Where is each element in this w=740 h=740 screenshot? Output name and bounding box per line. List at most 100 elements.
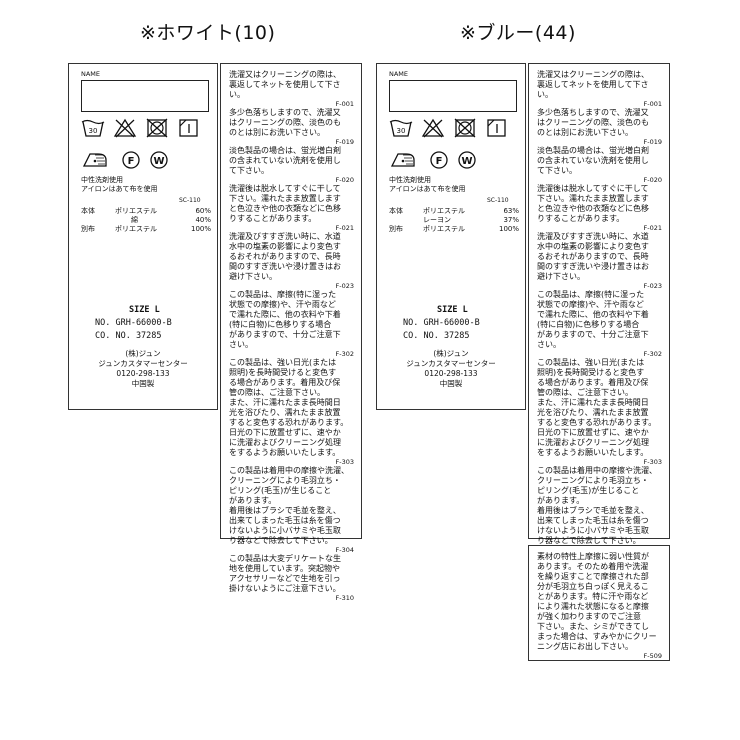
care-code: F-303: [335, 458, 355, 466]
sc-code: SC-110: [179, 197, 201, 204]
care-paragraph: 淡色製品の場合は、蛍光増白剤 の含まれていない洗剤を使用し て下さい。: [229, 146, 341, 175]
company-info: (株)ジュン ジュンカスタマーセンター 0120-298-133 中国製: [69, 349, 217, 389]
blue-extra-care-label: 素材の特性上摩擦に弱い性質が あります。そのため着用や洗濯 を繰り返すことで摩擦…: [528, 545, 670, 661]
care-code: F-509: [643, 652, 663, 660]
composition-row: 本体 ポリエステル 60%: [81, 207, 211, 216]
care-paragraph: 洗濯後は脱水してすぐに干して 下さい。濡れたまま放置します と色泣きや他の衣類な…: [229, 184, 341, 223]
care-note: 中性洗剤使用 アイロンはあて布を使用: [81, 176, 158, 194]
wash-temp-label: 30: [397, 127, 406, 135]
care-code: F-001: [643, 100, 663, 108]
composition-percent: 40%: [195, 216, 211, 224]
iron-low-icon: [81, 150, 109, 174]
care-paragraph: この製品は、摩擦(特に湿った 状態での摩擦)や、汗や雨など で濡れた際に、他の衣…: [537, 290, 649, 349]
product-number: NO. GRH-66000-B: [95, 318, 172, 328]
composition-percent: 63%: [503, 207, 519, 215]
no-tumble-dry-icon: [453, 118, 477, 142]
care-paragraph: 洗濯後は脱水してすぐに干して 下さい。濡れたまま放置します と色泣きや他の衣類な…: [537, 184, 649, 223]
care-symbols-row-2: F W: [81, 150, 211, 176]
blue-care-text-label: 洗濯又はクリーニングの際は、 裏返してネットを使用して下さ い。 F-001 多…: [528, 63, 670, 602]
iron-low-icon: [389, 150, 417, 174]
care-paragraph: 多少色落ちしますので、洗濯又 はクリーニングの際、淡色のも のとは別にお洗い下さ…: [229, 108, 341, 137]
customer-center: ジュンカスタマーセンター: [98, 359, 188, 368]
care-note-line-2: アイロンはあて布を使用: [389, 185, 466, 193]
composition-material: レーヨン: [423, 216, 451, 224]
care-paragraph: 洗濯又はクリーニングの際は、 裏返してネットを使用して下さ い。: [229, 70, 341, 99]
wash-30-icon: 30: [389, 118, 413, 142]
care-paragraph: この製品は大変デリケートな生 地を使用しています。突起物や アクセサリーなどで生…: [229, 554, 341, 593]
heading-blue: ※ブルー(44): [460, 22, 576, 44]
composition-percent: 60%: [195, 207, 211, 215]
svg-text:W: W: [461, 156, 472, 167]
name-label: NAME: [389, 70, 409, 78]
care-code: F-001: [335, 100, 355, 108]
care-paragraph: 洗濯又はクリーニングの際は、 裏返してネットを使用して下さ い。: [537, 70, 649, 99]
dryclean-f-icon: F: [121, 150, 141, 174]
composition-percent: 100%: [190, 225, 211, 233]
blue-product-tag: NAME 30 F W 中性洗剤使用 アイロンはあて布を使用 SC-110 本体…: [376, 63, 526, 410]
wetclean-w-icon: W: [149, 150, 169, 174]
care-paragraph: 洗濯及びすすぎ洗い時に、水道 水中の塩素の影響により変色す るおそれがありますの…: [537, 232, 649, 281]
composition-row: 綿 40%: [81, 216, 211, 225]
phone-number: 0120-298-133: [116, 369, 170, 378]
sc-code: SC-110: [487, 197, 509, 204]
care-code: F-303: [643, 458, 663, 466]
care-note-line-2: アイロンはあて布を使用: [81, 185, 158, 193]
white-product-tag: NAME 30 F W 中性洗剤使用 アイロンはあて布を使用 SC-110 本体…: [68, 63, 218, 410]
name-box: [81, 80, 209, 112]
composition-material: ポリエステル: [423, 207, 465, 215]
care-note: 中性洗剤使用 アイロンはあて布を使用: [389, 176, 466, 194]
color-number: CO. NO. 37285: [403, 331, 470, 341]
composition-row: レーヨン 37%: [389, 216, 519, 225]
care-paragraph: 多少色落ちしますので、洗濯又 はクリーニングの際、淡色のも のとは別にお洗い下さ…: [537, 108, 649, 137]
care-paragraph: 素材の特性上摩擦に弱い性質が あります。そのため着用や洗濯 を繰り返すことで摩擦…: [537, 552, 657, 651]
no-tumble-dry-icon: [145, 118, 169, 142]
care-symbols-row-2: F W: [389, 150, 519, 176]
care-code: F-023: [335, 282, 355, 290]
care-code: F-021: [643, 224, 663, 232]
care-code: F-302: [335, 350, 355, 358]
composition-part: 本体: [81, 207, 95, 215]
heading-white: ※ホワイト(10): [140, 22, 276, 44]
name-box: [389, 80, 517, 112]
care-symbols-row: 30: [389, 118, 519, 144]
company-name: (株)ジュン: [125, 349, 161, 358]
wetclean-w-icon: W: [457, 150, 477, 174]
composition-part: 本体: [389, 207, 403, 215]
care-code: F-310: [335, 594, 355, 602]
composition-percent: 37%: [503, 216, 519, 224]
dryclean-f-icon: F: [429, 150, 449, 174]
care-paragraph: この製品は、強い日光(または 照明)を長時間受けると変色す る場合があります。着…: [537, 358, 657, 457]
care-code: F-020: [335, 176, 355, 184]
care-paragraph: この製品は、摩擦(特に湿った 状態での摩擦)や、汗や雨など で濡れた際に、他の衣…: [229, 290, 341, 349]
svg-text:W: W: [153, 156, 164, 167]
phone-number: 0120-298-133: [424, 369, 478, 378]
care-paragraph: この製品は、強い日光(または 照明)を長時間受けると変色す る場合があります。着…: [229, 358, 349, 457]
country-of-origin: 中国製: [439, 379, 463, 388]
composition-material: 綿: [131, 216, 138, 224]
composition-material: ポリエステル: [423, 225, 465, 233]
country-of-origin: 中国製: [131, 379, 155, 388]
composition-material: ポリエステル: [115, 207, 157, 215]
svg-text:F: F: [436, 156, 443, 167]
company-name: (株)ジュン: [433, 349, 469, 358]
product-number: NO. GRH-66000-B: [403, 318, 480, 328]
care-paragraph: この製品は着用中の摩擦や洗濯、 クリーニングにより毛羽立ち・ ピリング(毛玉)が…: [229, 466, 349, 545]
care-paragraph: 淡色製品の場合は、蛍光増白剤 の含まれていない洗剤を使用し て下さい。: [537, 146, 649, 175]
no-bleach-icon: [113, 118, 137, 142]
care-paragraph: 洗濯及びすすぎ洗い時に、水道 水中の塩素の影響により変色す るおそれがありますの…: [229, 232, 341, 281]
composition-percent: 100%: [498, 225, 519, 233]
product-info: SIZE L NO. GRH-66000-B CO. NO. 37285: [377, 304, 525, 343]
composition-row: 本体 ポリエステル 63%: [389, 207, 519, 216]
care-code: F-019: [643, 138, 663, 146]
care-code: F-020: [643, 176, 663, 184]
composition-part: 別布: [81, 225, 95, 233]
line-dry-shade-icon: [485, 118, 509, 142]
care-note-line-1: 中性洗剤使用: [81, 176, 123, 184]
care-code: F-021: [335, 224, 355, 232]
size-label: SIZE L: [437, 305, 468, 315]
line-dry-shade-icon: [177, 118, 201, 142]
care-code: F-019: [335, 138, 355, 146]
